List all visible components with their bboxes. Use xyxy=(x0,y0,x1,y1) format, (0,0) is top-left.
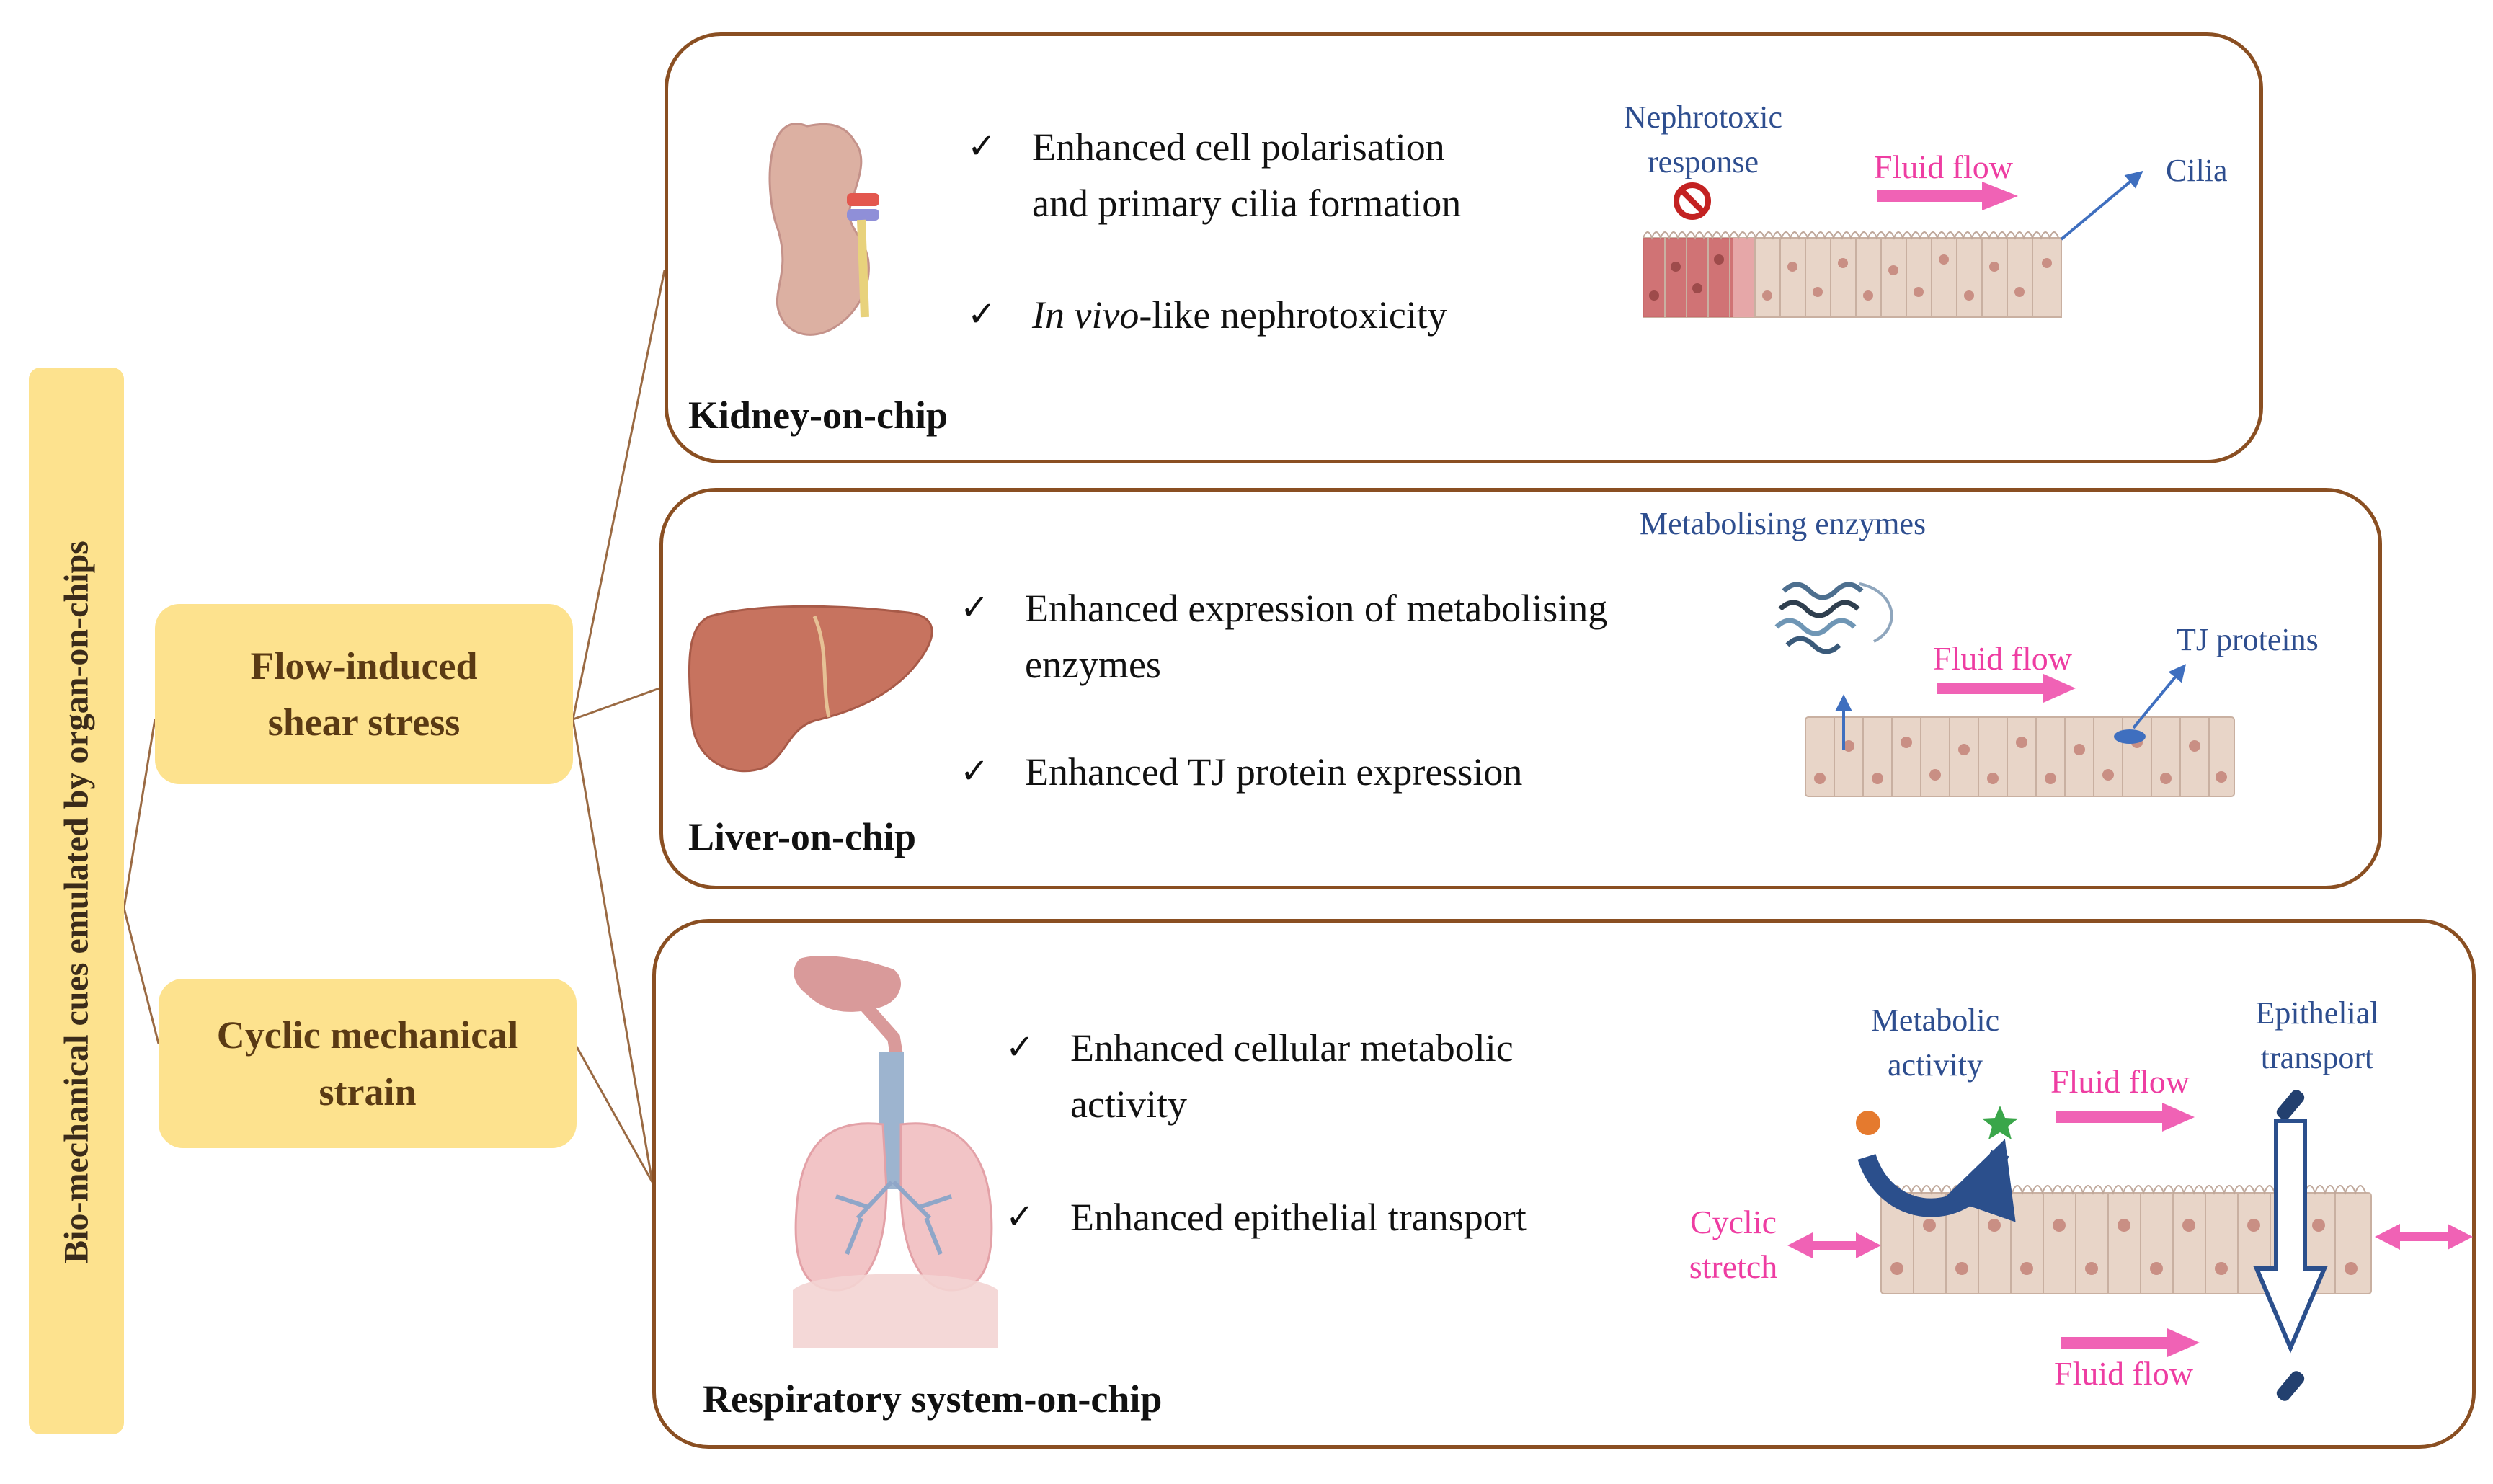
metabolic-activity-label: Metabolic activity xyxy=(1845,998,2025,1088)
nephrotoxic-line2: response xyxy=(1648,144,1759,179)
check-icon: ✓ xyxy=(967,128,997,166)
cue-strain-line1: Cyclic mechanical xyxy=(216,1013,519,1057)
liver-panel xyxy=(659,488,2382,889)
metabolic-line2: activity xyxy=(1888,1047,1983,1083)
substrate-dot xyxy=(1856,1111,1880,1135)
cilia-label: Cilia xyxy=(2166,153,2228,188)
cue-cyclic-strain: Cyclic mechanical strain xyxy=(159,979,577,1148)
kidney-fluid-flow-arrow xyxy=(1877,182,2018,210)
kidney-title: Kidney-on-chip xyxy=(688,394,948,437)
cyclic-line1: Cyclic xyxy=(1689,1204,1777,1240)
liver-fluid-flow-arrow xyxy=(1937,674,2076,703)
liver-title: Liver-on-chip xyxy=(688,815,916,858)
respiratory-bullet-2: ✓ Enhanced epithelial transport xyxy=(1005,1189,1527,1245)
respiratory-bullet-1-line1: Enhanced cellular metabolic xyxy=(1070,1026,1514,1070)
liver-bullet-1: ✓ Enhanced expression of metabolising en… xyxy=(960,580,1608,693)
kidney-bullet-2-italic: In vivo xyxy=(1032,293,1139,337)
resp-fluid-flow-bottom-arrow xyxy=(2061,1328,2200,1357)
cue-flow-line2: shear stress xyxy=(267,701,461,744)
cue-flow-line1: Flow-induced xyxy=(250,644,478,688)
liver-bullet-1-line2: enzymes xyxy=(1025,643,1161,686)
no-entry-icon xyxy=(1674,182,1711,220)
epithelial-line1: Epithelial xyxy=(2255,995,2379,1031)
cyclic-line2: stretch xyxy=(1689,1248,1778,1285)
respiratory-bullet-1: ✓ Enhanced cellular metabolic activity xyxy=(1005,1020,1514,1132)
cue-flow-shear-stress: Flow-induced shear stress xyxy=(155,604,573,784)
side-label-bar xyxy=(29,368,124,1434)
check-icon: ✓ xyxy=(967,296,997,334)
metabolic-curve-arrow xyxy=(1857,1139,2016,1222)
liver-bullet-1-line1: Enhanced expression of metabolising xyxy=(1025,587,1608,630)
liver-epithelium xyxy=(1805,716,2235,797)
epithelial-transport-label: Epithelial transport xyxy=(2231,991,2404,1080)
liver-bullet-2-text: Enhanced TJ protein expression xyxy=(1025,750,1523,794)
cilia-pointer xyxy=(2060,170,2143,241)
kidney-bullet-2: ✓ In vivo-like nephrotoxicity xyxy=(967,287,1447,343)
enzyme-protein-icon xyxy=(1774,582,1893,654)
check-icon: ✓ xyxy=(1005,1028,1035,1067)
kidney-bullet-1: ✓ Enhanced cell polarisation and primary… xyxy=(967,119,1462,231)
resp-fluid-flow-top-arrow xyxy=(2056,1103,2195,1132)
tj-pointer xyxy=(2132,664,2187,729)
respiratory-title: Respiratory system-on-chip xyxy=(703,1377,1163,1421)
metabolic-line1: Metabolic xyxy=(1870,1003,2000,1038)
respiratory-bullet-1-line2: activity xyxy=(1070,1083,1187,1126)
enzymes-label: Metabolising enzymes xyxy=(1640,506,1927,541)
epithelial-line2: transport xyxy=(2260,1040,2374,1075)
liver-fluid-flow-label: Fluid flow xyxy=(1933,640,2072,677)
epithelial-transport-arrow xyxy=(2253,1090,2328,1401)
check-icon: ✓ xyxy=(1005,1198,1035,1236)
cyclic-stretch-left-arrow xyxy=(1787,1232,1881,1258)
kidney-bullet-2-rest: -like nephrotoxicity xyxy=(1139,293,1447,337)
kidney-icon xyxy=(768,123,879,336)
kidney-bullet-1-line1: Enhanced cell polarisation xyxy=(1032,125,1445,169)
liver-bullet-2: ✓ Enhanced TJ protein expression xyxy=(960,744,1523,800)
cue-strain-line2: strain xyxy=(319,1070,417,1114)
cyclic-stretch-right-arrow xyxy=(2375,1224,2473,1250)
check-icon: ✓ xyxy=(960,589,990,627)
kidney-epithelium xyxy=(1643,231,2062,318)
kidney-bullet-1-line2: and primary cilia formation xyxy=(1032,182,1462,225)
check-icon: ✓ xyxy=(960,752,990,791)
kidney-fluid-flow-label: Fluid flow xyxy=(1874,148,2013,185)
product-star-icon xyxy=(1982,1106,2018,1139)
nephrotoxic-label: Nephrotoxic response xyxy=(1606,95,1800,185)
nephrotoxic-line1: Nephrotoxic xyxy=(1624,99,1782,135)
resp-fluid-flow-bottom-label: Fluid flow xyxy=(2054,1355,2193,1392)
cyclic-stretch-label: Cyclic stretch xyxy=(1676,1200,1791,1289)
lungs-icon xyxy=(793,955,998,1348)
respiratory-bullet-2-text: Enhanced epithelial transport xyxy=(1070,1196,1527,1239)
liver-icon xyxy=(688,605,933,773)
resp-fluid-flow-top-label: Fluid flow xyxy=(2050,1063,2190,1100)
tj-proteins-label: TJ proteins xyxy=(2177,622,2319,657)
